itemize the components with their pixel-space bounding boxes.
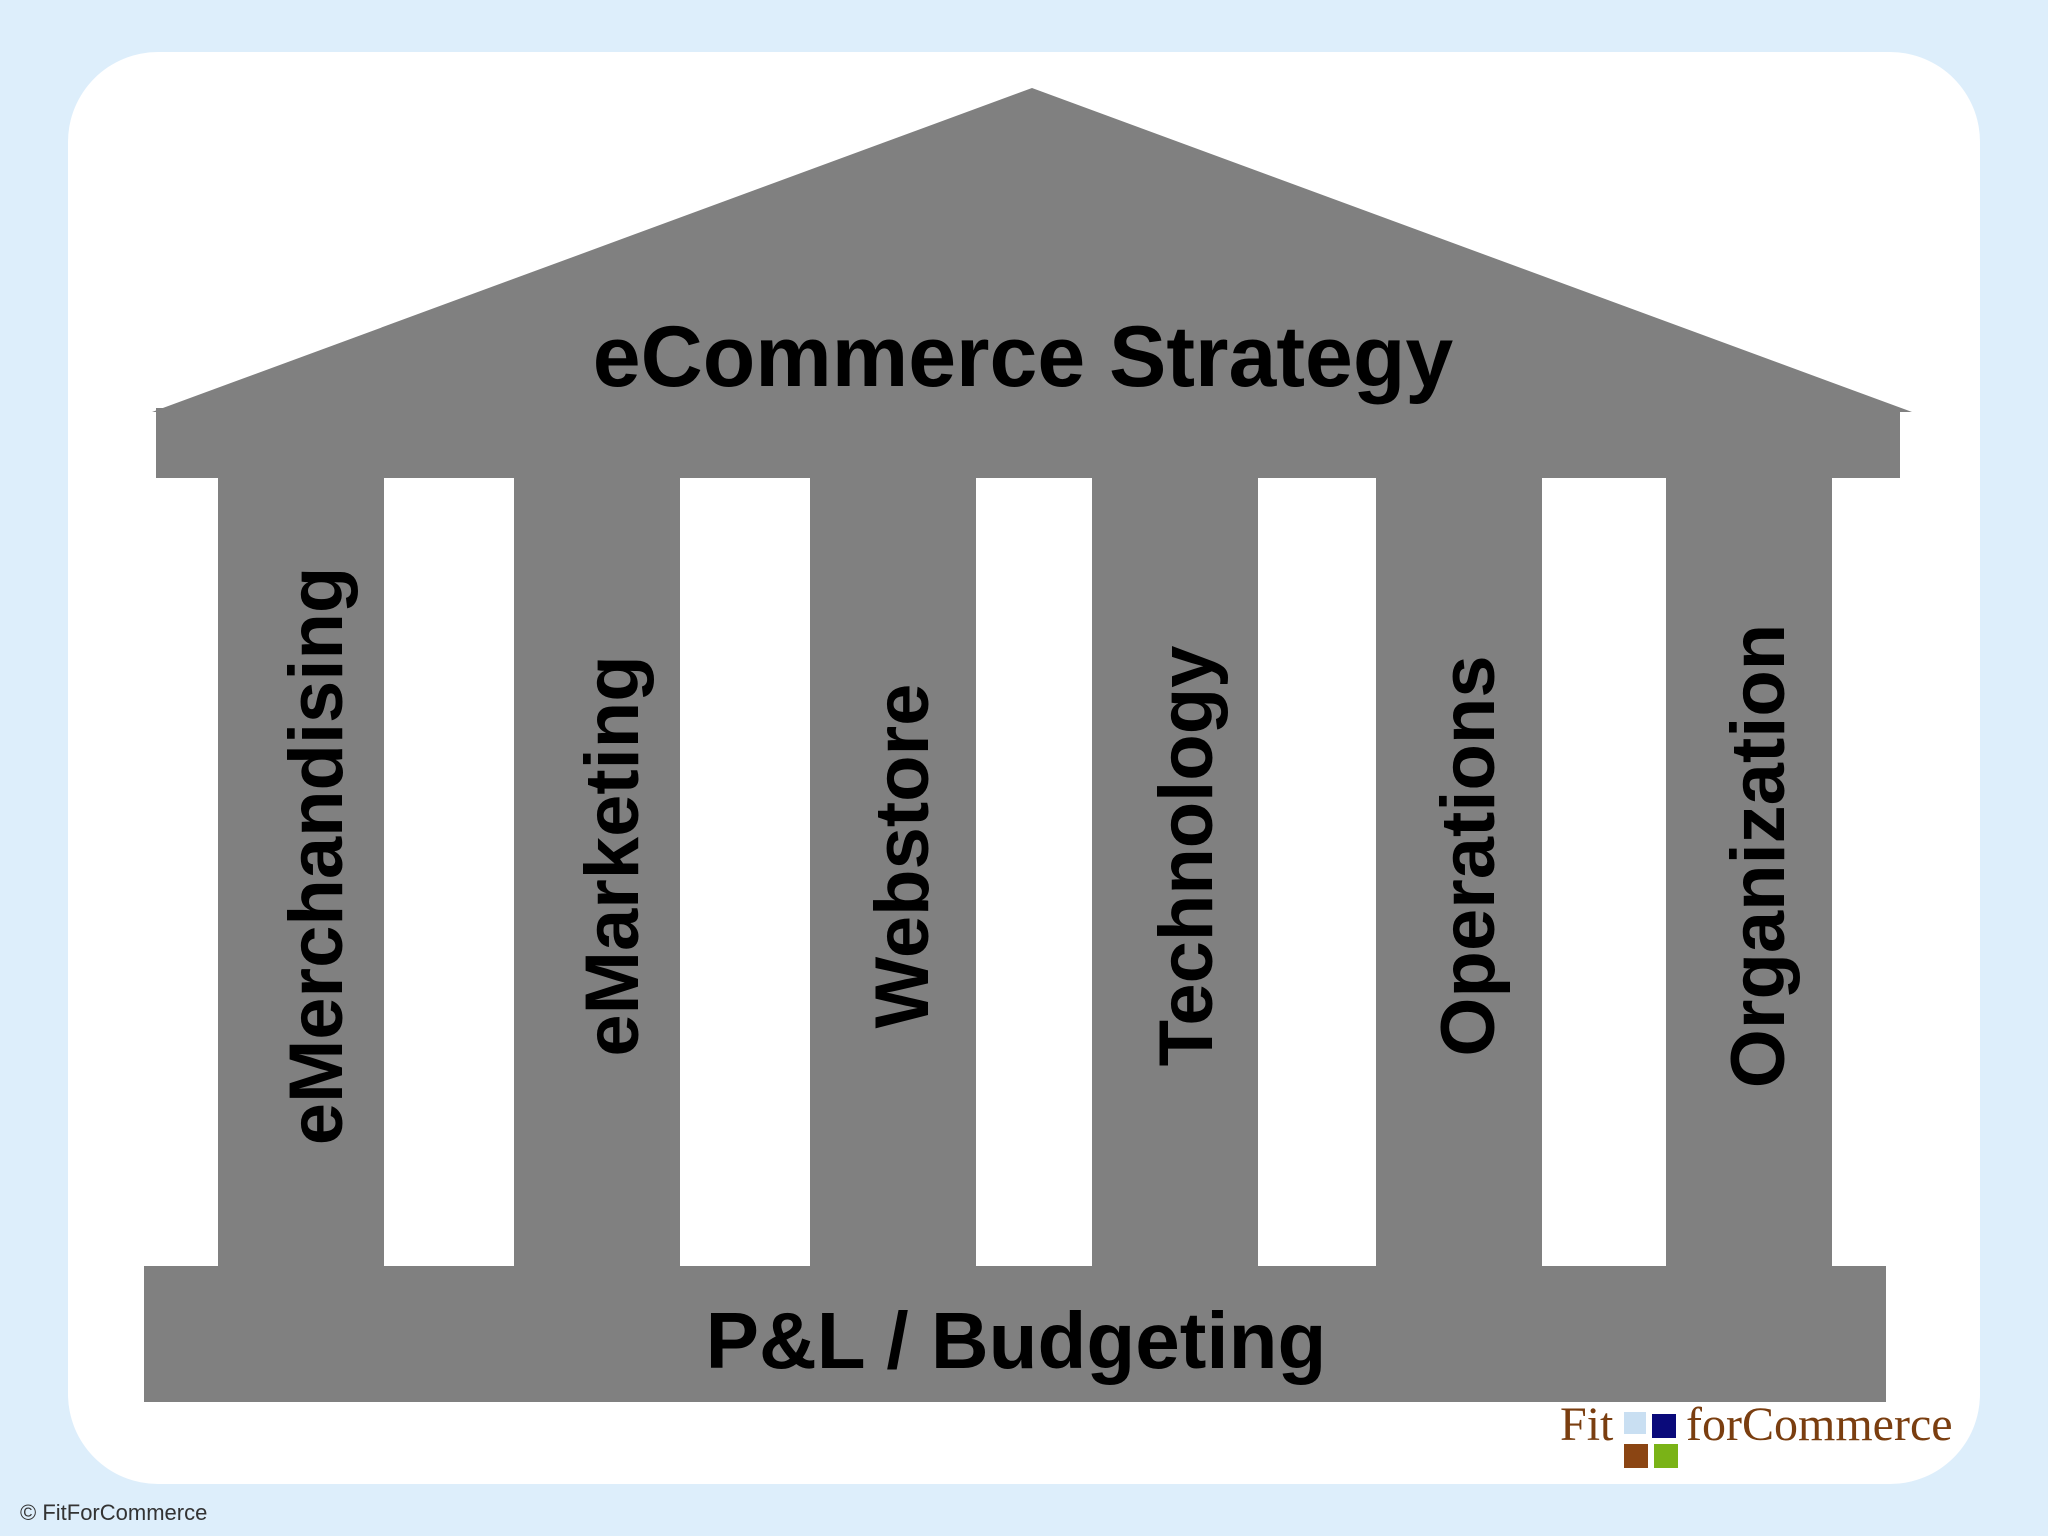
- roof-label: eCommerce Strategy: [593, 309, 1454, 405]
- pillar-label-emarketing: eMarketing: [570, 655, 655, 1056]
- pillar-emerchandising: [218, 476, 384, 1268]
- pillar-label-organization: Organization: [1716, 624, 1801, 1088]
- pillar-label-technology: Technology: [1144, 646, 1229, 1067]
- pillar-operations: [1376, 476, 1542, 1268]
- fitforcommerce-logo: Fit forCommerce: [1560, 1398, 1953, 1468]
- pillar-emarketing: [514, 476, 680, 1268]
- copyright-notice: © FitForCommerce: [20, 1500, 208, 1525]
- pillar-label-emerchandising: eMerchandising: [274, 567, 359, 1146]
- pillar-technology: [1092, 476, 1258, 1268]
- logo-text-forcommerce: forCommerce: [1686, 1398, 1953, 1451]
- roof: [152, 88, 1912, 412]
- logo-square-lightblue: [1624, 1412, 1646, 1434]
- logo-square-brown: [1624, 1444, 1648, 1468]
- pillar-label-operations: Operations: [1426, 655, 1511, 1056]
- pillar-organization: [1666, 476, 1832, 1268]
- pillar-label-webstore: Webstore: [860, 684, 945, 1029]
- entablature: [156, 408, 1900, 478]
- logo-text-fit: Fit: [1560, 1398, 1614, 1451]
- base-platform: [144, 1266, 1886, 1402]
- base-label: P&L / Budgeting: [706, 1296, 1327, 1385]
- logo-square-green: [1654, 1444, 1678, 1468]
- logo-square-navy: [1652, 1414, 1676, 1438]
- pillar-webstore: [810, 476, 976, 1268]
